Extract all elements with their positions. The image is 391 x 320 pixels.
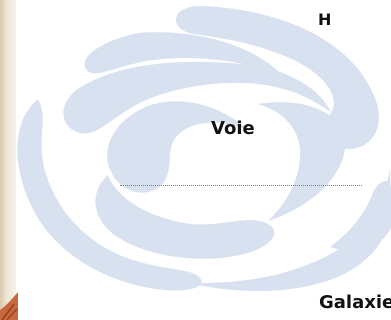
left-decorative-strip [0, 0, 16, 320]
decorative-corner-icon [0, 292, 18, 320]
dotted-separator [120, 185, 362, 186]
center-label: Voie [211, 118, 255, 139]
top-right-label: H [318, 10, 332, 29]
bottom-right-label: Galaxie [319, 292, 391, 313]
